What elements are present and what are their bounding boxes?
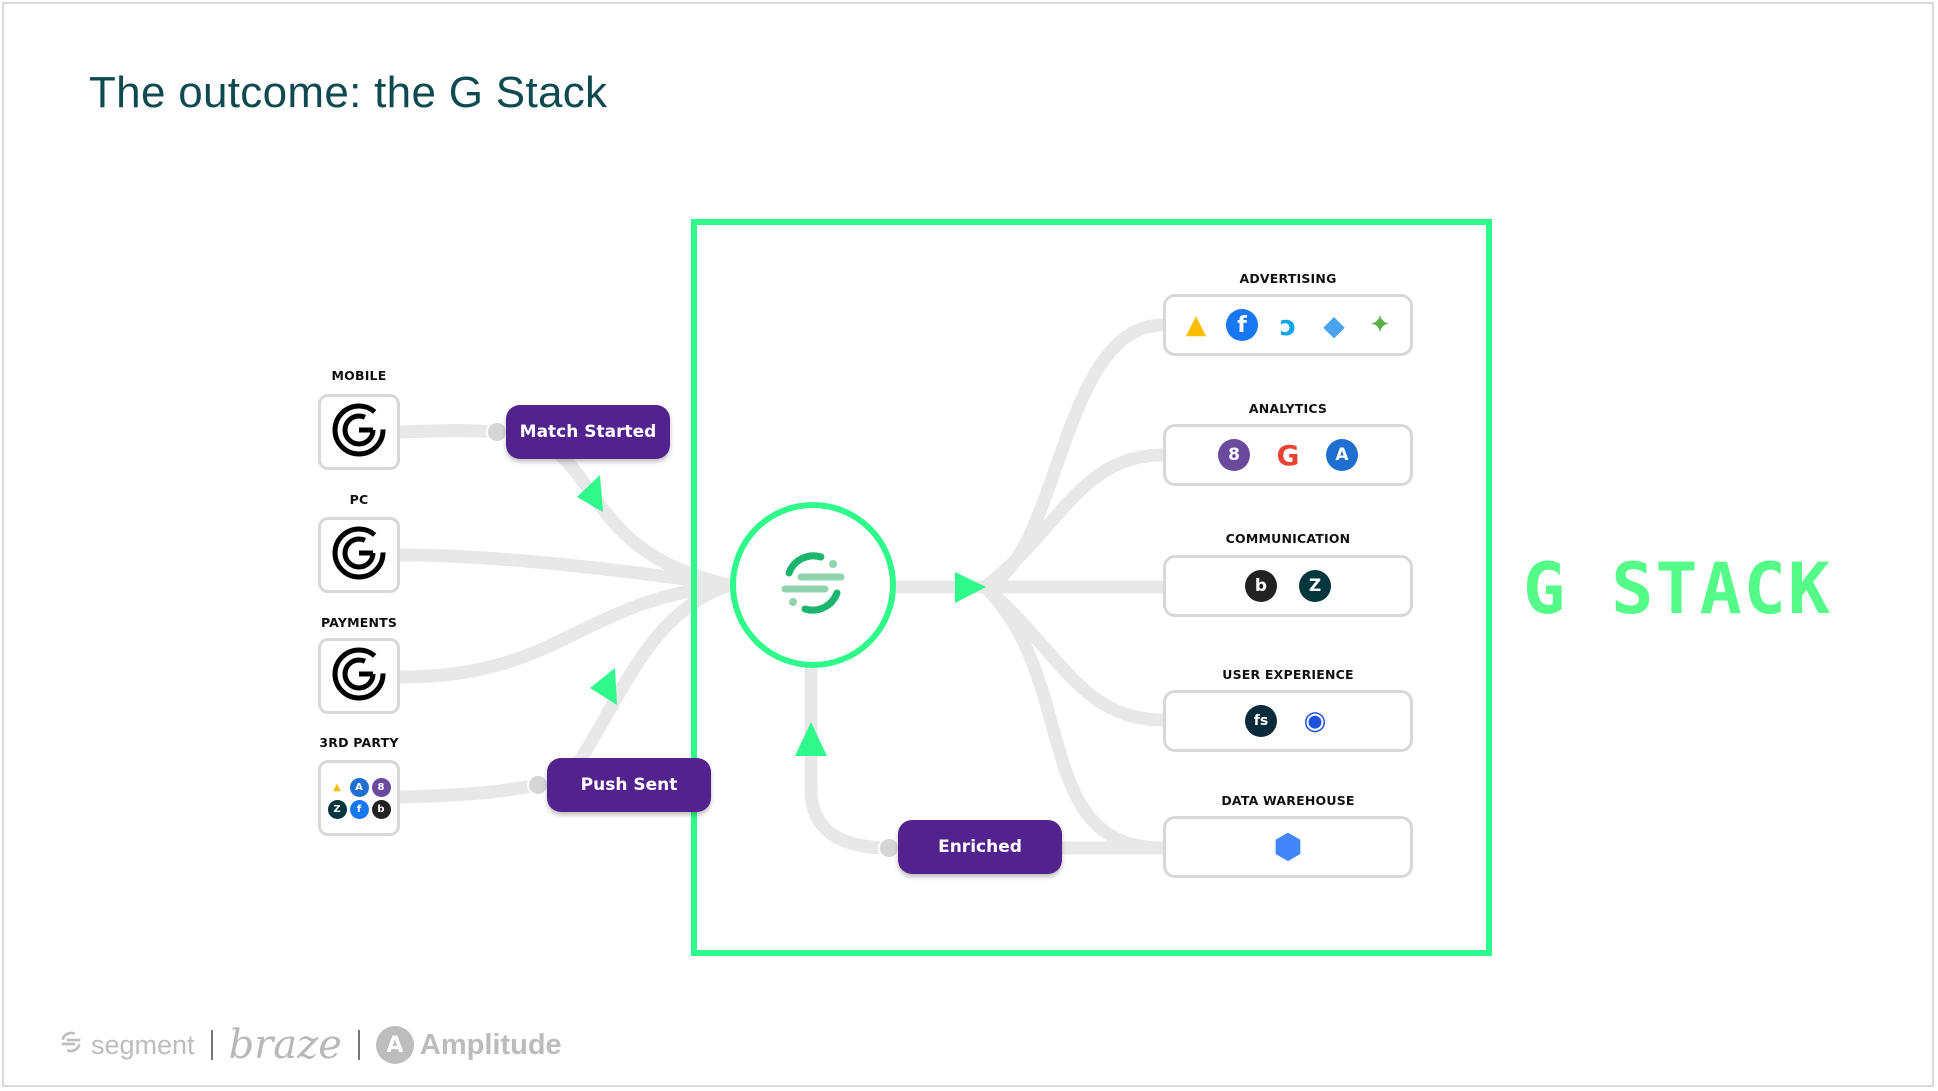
segment-logo-icon [57, 1028, 85, 1063]
braze-icon: b [1245, 570, 1277, 602]
arrow-push [590, 668, 617, 705]
line-hub-down [804, 661, 897, 855]
destination-data-warehouse[interactable]: ⬢ [1163, 816, 1413, 878]
destination-label-analytics: ANALYTICS [1248, 401, 1328, 416]
line-ana [978, 448, 1170, 594]
bigquery-icon: ⬢ [1273, 827, 1303, 867]
partner-logos: segment braze A Amplitude [57, 1022, 562, 1068]
g-logo-icon [331, 402, 387, 463]
amplitude-icon: A [375, 1026, 414, 1064]
google-tag-manager-icon: ◆ [1323, 308, 1345, 342]
launchdarkly-icon: ◉ [1303, 706, 1327, 736]
google-analytics-icon: G [1276, 438, 1300, 472]
line-payments [395, 578, 737, 684]
source-label-payments: PAYMENTS [320, 615, 398, 630]
segment-hub[interactable] [730, 502, 896, 668]
fullstory-icon: fs [1245, 705, 1277, 737]
amplitude-icon: A [349, 777, 369, 797]
segment-logo-icon [771, 541, 855, 630]
divider [210, 1030, 213, 1060]
g-logo-icon [331, 646, 387, 707]
source-label-pc: PC [349, 492, 369, 507]
line-dw [978, 580, 1170, 855]
amplitude-wordmark: Amplitude [419, 1028, 562, 1061]
google-ads-icon: ▲ [1186, 310, 1206, 340]
facebook-icon: f [349, 799, 369, 819]
slide-title: The outcome: the G Stack [89, 68, 608, 117]
destination-label-communication: COMMUNICATION [1225, 531, 1351, 546]
source-payments[interactable] [318, 638, 400, 714]
looker-icon: 8 [1218, 439, 1250, 471]
line-mobile [395, 424, 505, 439]
arrow-hub-out [955, 572, 986, 603]
line-push-to-hub [573, 578, 737, 767]
destination-label-advertising: ADVERTISING [1239, 271, 1337, 286]
segment-wordmark: segment [91, 1029, 195, 1060]
line-pc [395, 548, 737, 592]
g-logo-icon [331, 525, 387, 586]
braze-footer-logo: braze [228, 1022, 342, 1068]
divider [357, 1030, 360, 1060]
g-stack-boundary [691, 219, 1492, 956]
looker-icon: 8 [371, 777, 391, 797]
destination-label-data-warehouse: DATA WAREHOUSE [1221, 793, 1355, 808]
amplitude-icon: A [1326, 439, 1358, 471]
zendesk-icon: Z [1299, 570, 1331, 602]
source-pc[interactable] [318, 517, 400, 593]
arrow-enriched-up [795, 722, 827, 756]
source-mobile[interactable] [318, 394, 400, 470]
destination-label-user-experience: USER EXPERIENCE [1222, 667, 1354, 682]
zendesk-icon: Z [327, 799, 347, 819]
adjust-icon: ✦ [1369, 310, 1391, 340]
destination-advertising[interactable]: ▲ f ↄ ◆ ✦ [1163, 294, 1413, 356]
event-match-started[interactable]: Match Started [506, 405, 670, 459]
source-3rd-party[interactable]: ▲ A 8 Z f b [318, 760, 400, 836]
source-label-3rd-party: 3RD PARTY [319, 735, 399, 750]
segment-footer-logo: segment [57, 1028, 195, 1063]
event-enriched[interactable]: Enriched [898, 820, 1062, 874]
g-stack-label: G STACK [1523, 548, 1833, 630]
connector-dot [527, 774, 549, 796]
destination-analytics[interactable]: 8 G A [1163, 424, 1413, 486]
braze-icon: b [371, 799, 391, 819]
destination-communication[interactable]: b Z [1163, 555, 1413, 617]
facebook-icon: f [1226, 309, 1258, 341]
connector-dot [486, 421, 508, 443]
arrow-match [577, 475, 603, 512]
event-push-sent[interactable]: Push Sent [547, 758, 711, 812]
line-3rdparty [395, 778, 545, 804]
destination-user-experience[interactable]: fs ◉ [1163, 690, 1413, 752]
google-ads-icon: ▲ [327, 777, 347, 797]
connector-dot [878, 837, 900, 859]
amplitude-footer-logo: A Amplitude [375, 1026, 562, 1064]
appsflyer-icon: ↄ [1279, 308, 1297, 342]
source-label-mobile: MOBILE [331, 368, 387, 383]
